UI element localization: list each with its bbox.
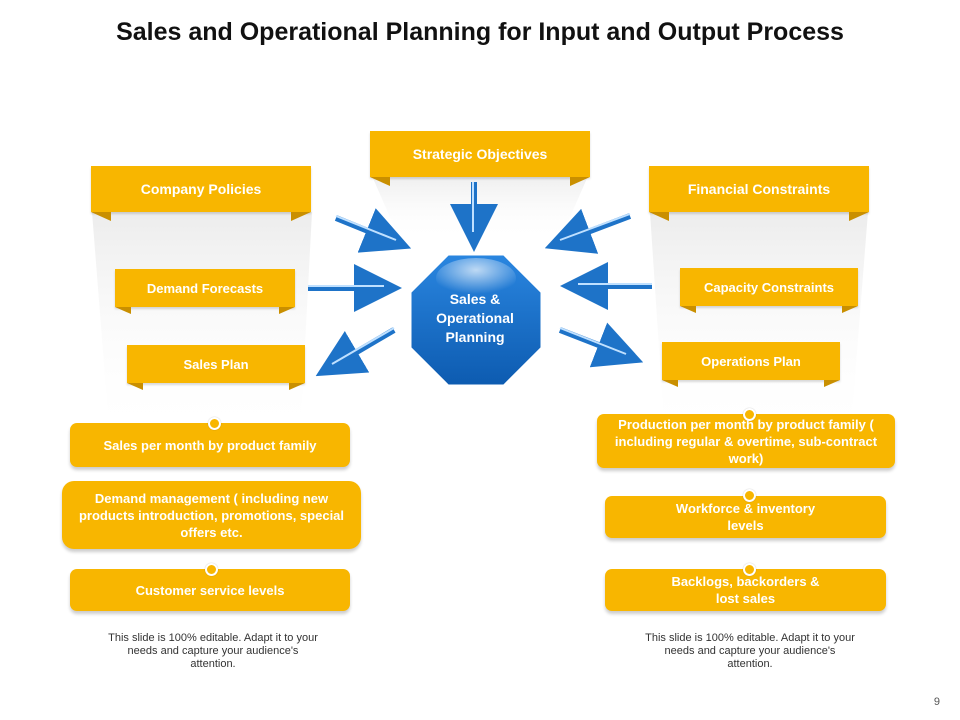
slide-title: Sales and Operational Planning for Input… — [116, 18, 844, 46]
banner-label: Financial Constraints — [687, 181, 831, 197]
banner-operations-plan: Operations Plan — [662, 342, 840, 380]
operations-detail-text: Workforce & inventory levels — [675, 501, 816, 533]
operations-detail-item: Backlogs, backorders & lost sales — [605, 569, 886, 611]
banner-demand-forecasts: Demand Forecasts — [115, 269, 295, 307]
banner-label: Operations Plan — [701, 353, 801, 369]
connector-dot — [205, 563, 218, 576]
banner-strategic-objectives: Strategic Objectives — [370, 131, 590, 177]
connector-dot — [208, 417, 221, 430]
arrow-company-policies — [334, 208, 412, 253]
banner-label: Strategic Objectives — [412, 146, 548, 162]
arrow-sales-plan — [315, 327, 396, 377]
connector-dot — [743, 408, 756, 421]
sales-detail-item: Demand management ( including new produc… — [62, 481, 361, 549]
page-number: 9 — [933, 696, 940, 708]
sales-detail-text: Sales per month by product family — [103, 437, 317, 453]
arrow-financial — [544, 208, 632, 254]
connector-dot — [743, 563, 756, 576]
sales-detail-text: Customer service levels — [135, 582, 285, 598]
connector-dot — [743, 489, 756, 502]
hub-gloss — [436, 258, 516, 298]
sales-detail-text: Demand management ( including new produc… — [78, 490, 345, 540]
banner-company-policies: Company Policies — [91, 166, 311, 212]
operations-detail-text: Production per month by product family (… — [614, 416, 878, 466]
note-right: This slide is 100% editable. Adapt it to… — [645, 632, 855, 670]
banner-sales-plan: Sales Plan — [127, 345, 305, 383]
arrow-group — [308, 182, 652, 377]
operations-detail-item: Production per month by product family (… — [597, 414, 895, 468]
operations-detail-item: Workforce & inventory levels — [605, 496, 886, 538]
note-left: This slide is 100% editable. Adapt it to… — [108, 632, 318, 670]
banner-label: Sales Plan — [183, 356, 249, 372]
banner-label: Capacity Constraints — [703, 279, 835, 295]
arrow-operations-plan — [558, 322, 644, 368]
banner-label: Demand Forecasts — [146, 280, 264, 296]
sales-detail-item: Customer service levels — [70, 569, 350, 611]
banner-label: Company Policies — [140, 181, 262, 197]
hub-label: Sales & Operational Planning — [436, 291, 514, 345]
banner-financial-constraints: Financial Constraints — [649, 166, 869, 212]
banner-capacity-constraints: Capacity Constraints — [680, 268, 858, 306]
sales-detail-item: Sales per month by product family — [70, 423, 350, 467]
operations-detail-text: Backlogs, backorders & lost sales — [671, 574, 820, 606]
